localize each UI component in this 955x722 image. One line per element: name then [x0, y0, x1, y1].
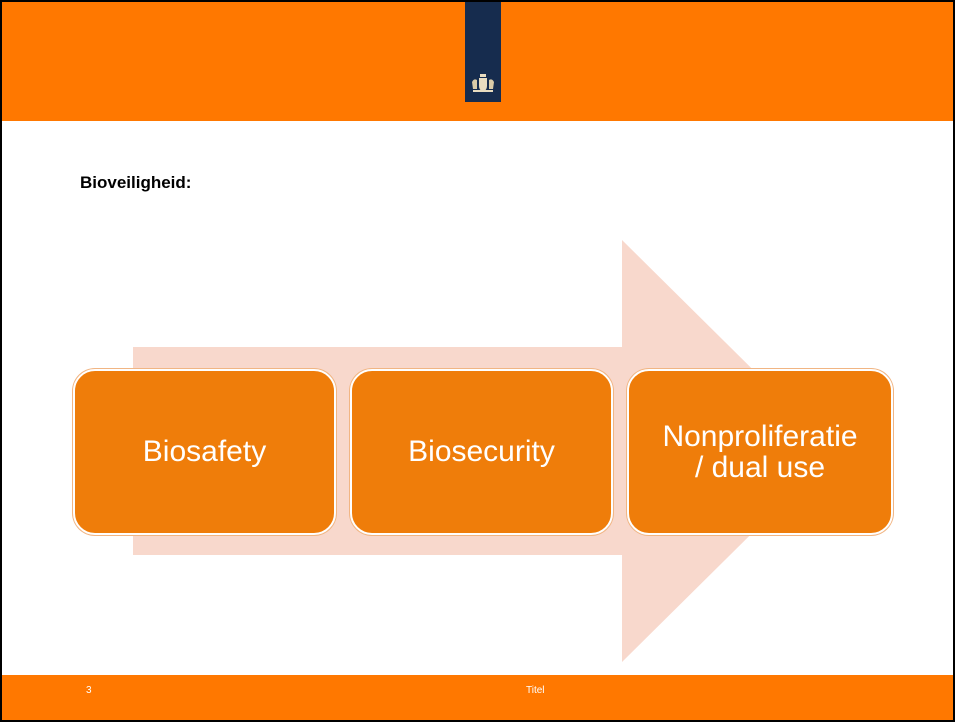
step-box-biosafety: Biosafety [73, 369, 336, 535]
footer-title: Titel [526, 685, 545, 696]
step-label: Nonproliferatie / dual use [662, 419, 858, 484]
footer-band [0, 675, 955, 722]
step-label: Biosecurity [408, 435, 555, 469]
slide-heading: Bioveiligheid: [80, 173, 192, 192]
step-box-biosecurity: Biosecurity [350, 369, 613, 535]
step-box-nonproliferation: Nonproliferatie / dual use [627, 369, 893, 535]
header-band [0, 0, 955, 121]
coat-of-arms-icon [472, 74, 494, 92]
page-number: 3 [86, 685, 92, 696]
step-label: Biosafety [142, 435, 267, 469]
government-logo [465, 0, 501, 102]
